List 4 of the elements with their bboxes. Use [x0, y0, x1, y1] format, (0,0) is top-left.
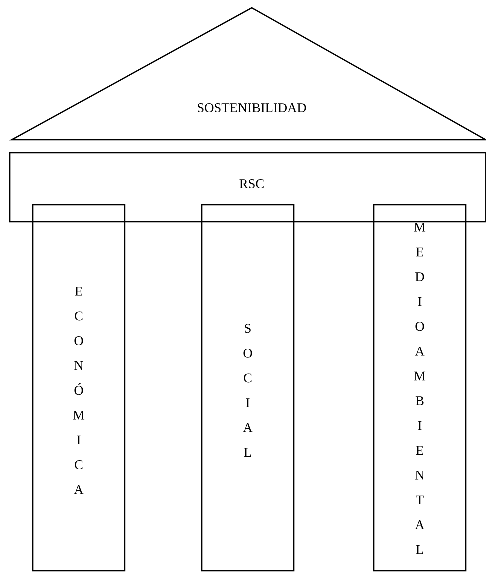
- beam-box: RSC: [9, 152, 486, 223]
- pillar-box: ECONÓMICA: [32, 204, 126, 572]
- pillar-box: SOCIAL: [201, 204, 295, 572]
- pillar-box: MEDIOAMBIENTAL: [373, 204, 467, 572]
